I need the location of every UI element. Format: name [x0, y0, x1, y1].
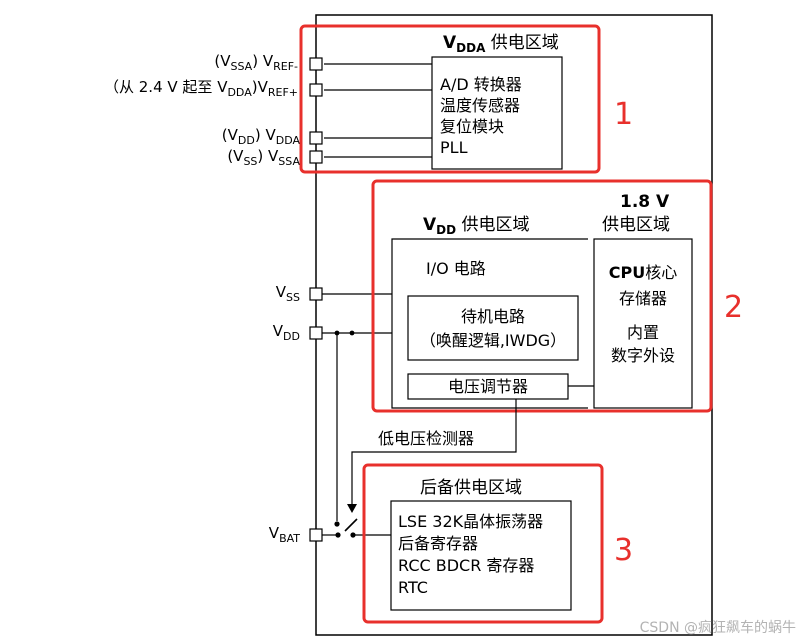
peripheral-label-line1: 内置 [627, 323, 659, 342]
csdn-watermark: CSDN @疯狂飙车的蜗牛 [640, 619, 796, 636]
pin-label-vdda: (VDD) VDDA [222, 126, 301, 147]
v18-area-block [593, 238, 693, 409]
pin-label-vdd: VDD [273, 322, 300, 343]
vdd-area-outline [391, 238, 588, 409]
pin-vbat [309, 528, 323, 542]
memory-label: 存储器 [619, 289, 667, 308]
vdda-domain-title: VDDA 供电区域 [443, 33, 559, 55]
vdda-analog-block [431, 56, 563, 170]
highlight-box-1 [299, 24, 601, 174]
detector-arrow [347, 504, 357, 513]
low-voltage-detector-label: 低电压检测器 [378, 429, 474, 448]
backup-item-rtc: RTC [398, 578, 428, 597]
io-circuit-label: I/O 电路 [426, 259, 486, 278]
detector-wire [351, 399, 517, 510]
pin-label-vref-minus: (VSSA) VREF- [214, 52, 298, 73]
vdda-item-reset: 复位模块 [440, 117, 504, 136]
vdd-junction-dot-2 [349, 330, 355, 336]
highlight-box-2 [371, 179, 713, 413]
switch-contact-top [334, 521, 340, 527]
cpu-core-label: CPU核心 [609, 263, 677, 282]
pin-label-vbat: VBAT [269, 524, 300, 545]
standby-circuit-block [407, 295, 579, 361]
vdd-domain-title: VDD 供电区域 [423, 215, 530, 237]
v18-domain-title-line2: 供电区域 [602, 215, 670, 235]
pin-vdd [309, 326, 323, 340]
pin-label-vss: VSS [276, 283, 300, 304]
v18-domain-title-line1: 1.8 V [620, 192, 670, 212]
backup-domain-title: 后备供电区域 [420, 478, 522, 498]
peripheral-label-line2: 数字外设 [611, 346, 675, 365]
backup-domain-block [390, 500, 572, 611]
pin-vdda [309, 131, 323, 145]
backup-item-rcc-bdcr: RCC BDCR 寄存器 [398, 556, 534, 575]
backup-item-lse: LSE 32K晶体振荡器 [398, 512, 543, 531]
vdda-item-temp-sensor: 温度传感器 [440, 96, 520, 115]
pin-vref-minus [309, 57, 323, 71]
backup-item-registers: 后备寄存器 [398, 534, 478, 553]
voltage-regulator-label: 电压调节器 [448, 377, 528, 396]
vdda-item-adc: A/D 转换器 [440, 75, 522, 94]
pin-vssa [309, 150, 323, 164]
power-switch-lever [344, 518, 358, 532]
highlight-box-3 [362, 463, 604, 624]
vdda-pin-wires [324, 63, 432, 158]
highlight-number-3: 3 [614, 533, 633, 568]
pin-vref-plus [309, 83, 323, 97]
pin-label-vref-plus: （从 2.4 V 起至 VDDA)VREF+ [104, 78, 298, 99]
highlight-number-1: 1 [614, 97, 633, 132]
pin-label-vssa: (VSS) VSSA [227, 147, 300, 168]
vdda-item-pll: PLL [440, 138, 468, 157]
pin-vss [309, 287, 323, 301]
highlight-number-2: 2 [724, 290, 743, 325]
standby-circuit-line2: （唤醒逻辑,IWDG） [420, 331, 566, 350]
voltage-regulator-block [407, 373, 569, 400]
standby-circuit-line1: 待机电路 [461, 307, 525, 326]
